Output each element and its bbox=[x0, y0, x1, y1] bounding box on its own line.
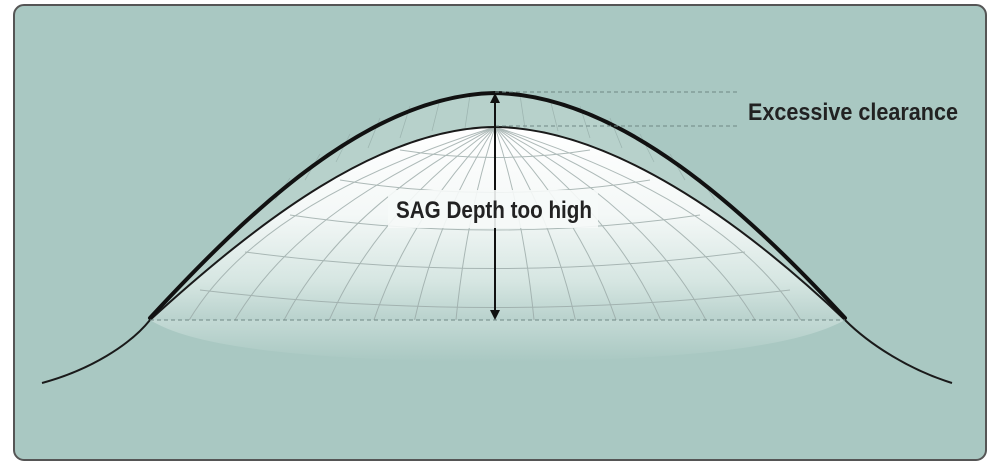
base-shading bbox=[150, 320, 845, 362]
clearance-grid-line bbox=[549, 98, 559, 132]
clearance-grid-line bbox=[639, 133, 655, 163]
clearance-grid-line bbox=[431, 98, 441, 132]
excessive-clearance-label: Excessive clearance bbox=[748, 99, 958, 126]
grid-meridian bbox=[494, 127, 666, 320]
arrow-head-top bbox=[490, 93, 500, 103]
sag-label-backing bbox=[388, 190, 598, 228]
grid-meridian bbox=[231, 127, 496, 320]
grid-meridian bbox=[494, 127, 759, 320]
grid-meridian bbox=[187, 127, 496, 320]
grid-meridian bbox=[279, 127, 496, 320]
clearance-grid-line bbox=[669, 153, 686, 181]
clearance-grid-line bbox=[335, 133, 351, 163]
contact-lens-curve bbox=[148, 90, 847, 320]
clearance-grid-line bbox=[519, 94, 526, 129]
arrow-head-bottom bbox=[490, 310, 500, 320]
grid-meridian bbox=[494, 127, 711, 320]
clearance-region bbox=[150, 93, 845, 318]
grid-meridian bbox=[494, 127, 803, 320]
clearance-grid-line bbox=[367, 117, 381, 149]
sag-depth-label: SAG Depth too high bbox=[396, 197, 592, 224]
clearance-grid-line bbox=[464, 94, 471, 129]
